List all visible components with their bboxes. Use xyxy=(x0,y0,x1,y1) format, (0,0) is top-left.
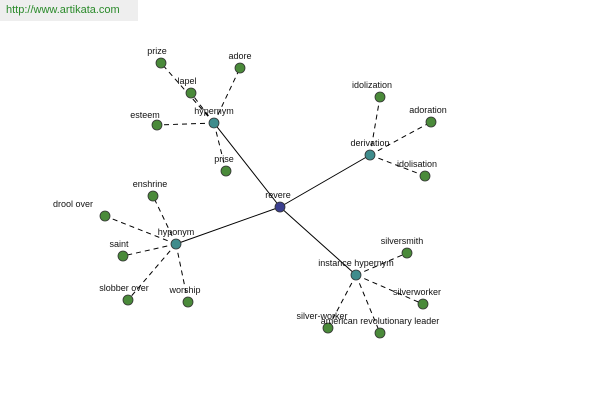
leaf-node-adoration-label: adoration xyxy=(409,105,447,115)
leaf-node-american-revolutionary-leader[interactable]: american revolutionary leader xyxy=(321,316,440,339)
leaf-node-silver-worker-dot xyxy=(322,322,334,334)
group-node-hyponym-dot xyxy=(170,238,182,250)
leaf-node-enshrine-dot xyxy=(147,190,159,202)
leaf-node-drool-over-label: drool over xyxy=(53,199,93,209)
leaf-node-prise[interactable]: prise xyxy=(214,154,234,177)
leaf-node-adore-dot xyxy=(234,62,246,74)
watermark-url: http://www.artikata.com xyxy=(0,0,138,21)
leaf-node-silversmith-label: silversmith xyxy=(381,236,424,246)
leaf-node-prize-dot xyxy=(155,57,167,69)
edge-hypernym-adore xyxy=(213,67,241,124)
leaf-node-adore[interactable]: adore xyxy=(228,51,252,74)
graph-edges xyxy=(104,62,432,334)
root-node-revere[interactable]: revere xyxy=(265,190,291,213)
leaf-node-drool-over-dot xyxy=(99,210,111,222)
leaf-node-saint-dot xyxy=(117,250,129,262)
leaf-node-adore-label: adore xyxy=(228,51,251,61)
edge-derivation-idolization xyxy=(369,96,381,156)
leaf-node-prize-label: prize xyxy=(147,46,167,56)
leaf-node-silver-worker[interactable]: silver-worker xyxy=(296,311,348,334)
leaf-node-slobber-over-label: slobber over xyxy=(99,283,149,293)
group-node-hypernym[interactable]: hypernym xyxy=(194,106,234,129)
leaf-node-idolization-dot xyxy=(374,91,386,103)
leaf-node-silversmith-dot xyxy=(401,247,413,259)
leaf-node-lapel-dot xyxy=(185,87,197,99)
leaf-node-prise-label: prise xyxy=(214,154,234,164)
leaf-node-american-revolutionary-leader-dot xyxy=(374,327,386,339)
leaf-node-enshrine[interactable]: enshrine xyxy=(133,179,168,202)
leaf-node-drool-over[interactable]: drool over xyxy=(53,199,111,222)
root-node-revere-dot xyxy=(274,201,286,213)
edge-instance-hypernym-silversmith xyxy=(355,252,408,276)
edge-root-instance-hypernym xyxy=(279,206,357,276)
leaf-node-silversmith[interactable]: silversmith xyxy=(381,236,424,259)
edge-root-hypernym xyxy=(213,122,281,208)
leaf-node-adoration[interactable]: adoration xyxy=(409,105,447,128)
leaf-node-idolisation-dot xyxy=(419,170,431,182)
edge-hyponym-drool-over xyxy=(104,215,177,245)
leaf-node-slobber-over-dot xyxy=(122,294,134,306)
edge-derivation-adoration xyxy=(369,121,432,156)
leaf-node-saint[interactable]: saint xyxy=(109,239,129,262)
leaf-node-american-revolutionary-leader-label: american revolutionary leader xyxy=(321,316,440,326)
root-node-revere-label: revere xyxy=(265,190,291,200)
leaf-node-worship-label: worship xyxy=(168,285,200,295)
edge-root-derivation xyxy=(279,154,371,208)
edge-hypernym-esteem xyxy=(156,122,215,126)
leaf-node-silverworker-dot xyxy=(417,298,429,310)
group-node-instance-hypernym[interactable]: instance hypernym xyxy=(318,258,394,281)
leaf-node-esteem[interactable]: esteem xyxy=(130,110,163,131)
edge-root-hyponym xyxy=(175,206,281,245)
leaf-node-enshrine-label: enshrine xyxy=(133,179,168,189)
leaf-node-silver-worker-label: silver-worker xyxy=(296,311,347,321)
group-node-derivation-dot xyxy=(364,149,376,161)
leaf-node-prise-dot xyxy=(220,165,232,177)
leaf-node-idolisation-label: idolisation xyxy=(397,159,437,169)
leaf-node-idolization-label: idolization xyxy=(352,80,392,90)
leaf-node-worship-dot xyxy=(182,296,194,308)
edge-hyponym-slobber-over xyxy=(127,243,177,301)
group-node-hypernym-dot xyxy=(208,117,220,129)
leaf-node-idolization[interactable]: idolization xyxy=(352,80,392,103)
leaf-node-prize[interactable]: prize xyxy=(147,46,167,69)
group-node-derivation-label: derivation xyxy=(350,138,389,148)
leaf-node-silverworker[interactable]: silverworker xyxy=(393,287,441,310)
leaf-node-esteem-dot xyxy=(151,119,163,131)
leaf-node-idolisation[interactable]: idolisation xyxy=(397,159,437,182)
leaf-node-adoration-dot xyxy=(425,116,437,128)
graph-nodes: prize adore lapel esteem prise idolization ado… xyxy=(53,46,447,339)
group-node-instance-hypernym-label: instance hypernym xyxy=(318,258,394,268)
leaf-node-slobber-over[interactable]: slobber over xyxy=(99,283,149,306)
group-node-hyponym-label: hyponym xyxy=(158,227,195,237)
leaf-node-lapel[interactable]: lapel xyxy=(177,76,197,99)
edge-instance-hypernym-silver-worker xyxy=(327,274,357,329)
edge-hyponym-saint xyxy=(122,243,177,257)
leaf-node-worship[interactable]: worship xyxy=(168,285,201,308)
edge-derivation-idolisation xyxy=(369,154,426,177)
edge-instance-hypernym-american-revolutionary-leader xyxy=(355,274,381,334)
leaf-node-silverworker-label: silverworker xyxy=(393,287,441,297)
edge-hyponym-worship xyxy=(175,243,189,303)
group-node-derivation[interactable]: derivation xyxy=(350,138,390,161)
leaf-node-esteem-label: esteem xyxy=(130,110,160,120)
group-node-hypernym-label: hypernym xyxy=(194,106,234,116)
leaf-node-saint-label: saint xyxy=(109,239,129,249)
group-node-hyponym[interactable]: hyponym xyxy=(158,227,195,250)
leaf-node-lapel-label: lapel xyxy=(177,76,196,86)
edge-instance-hypernym-silverworker xyxy=(355,274,424,305)
group-node-instance-hypernym-dot xyxy=(350,269,362,281)
edge-hypernym-lapel xyxy=(190,92,215,124)
